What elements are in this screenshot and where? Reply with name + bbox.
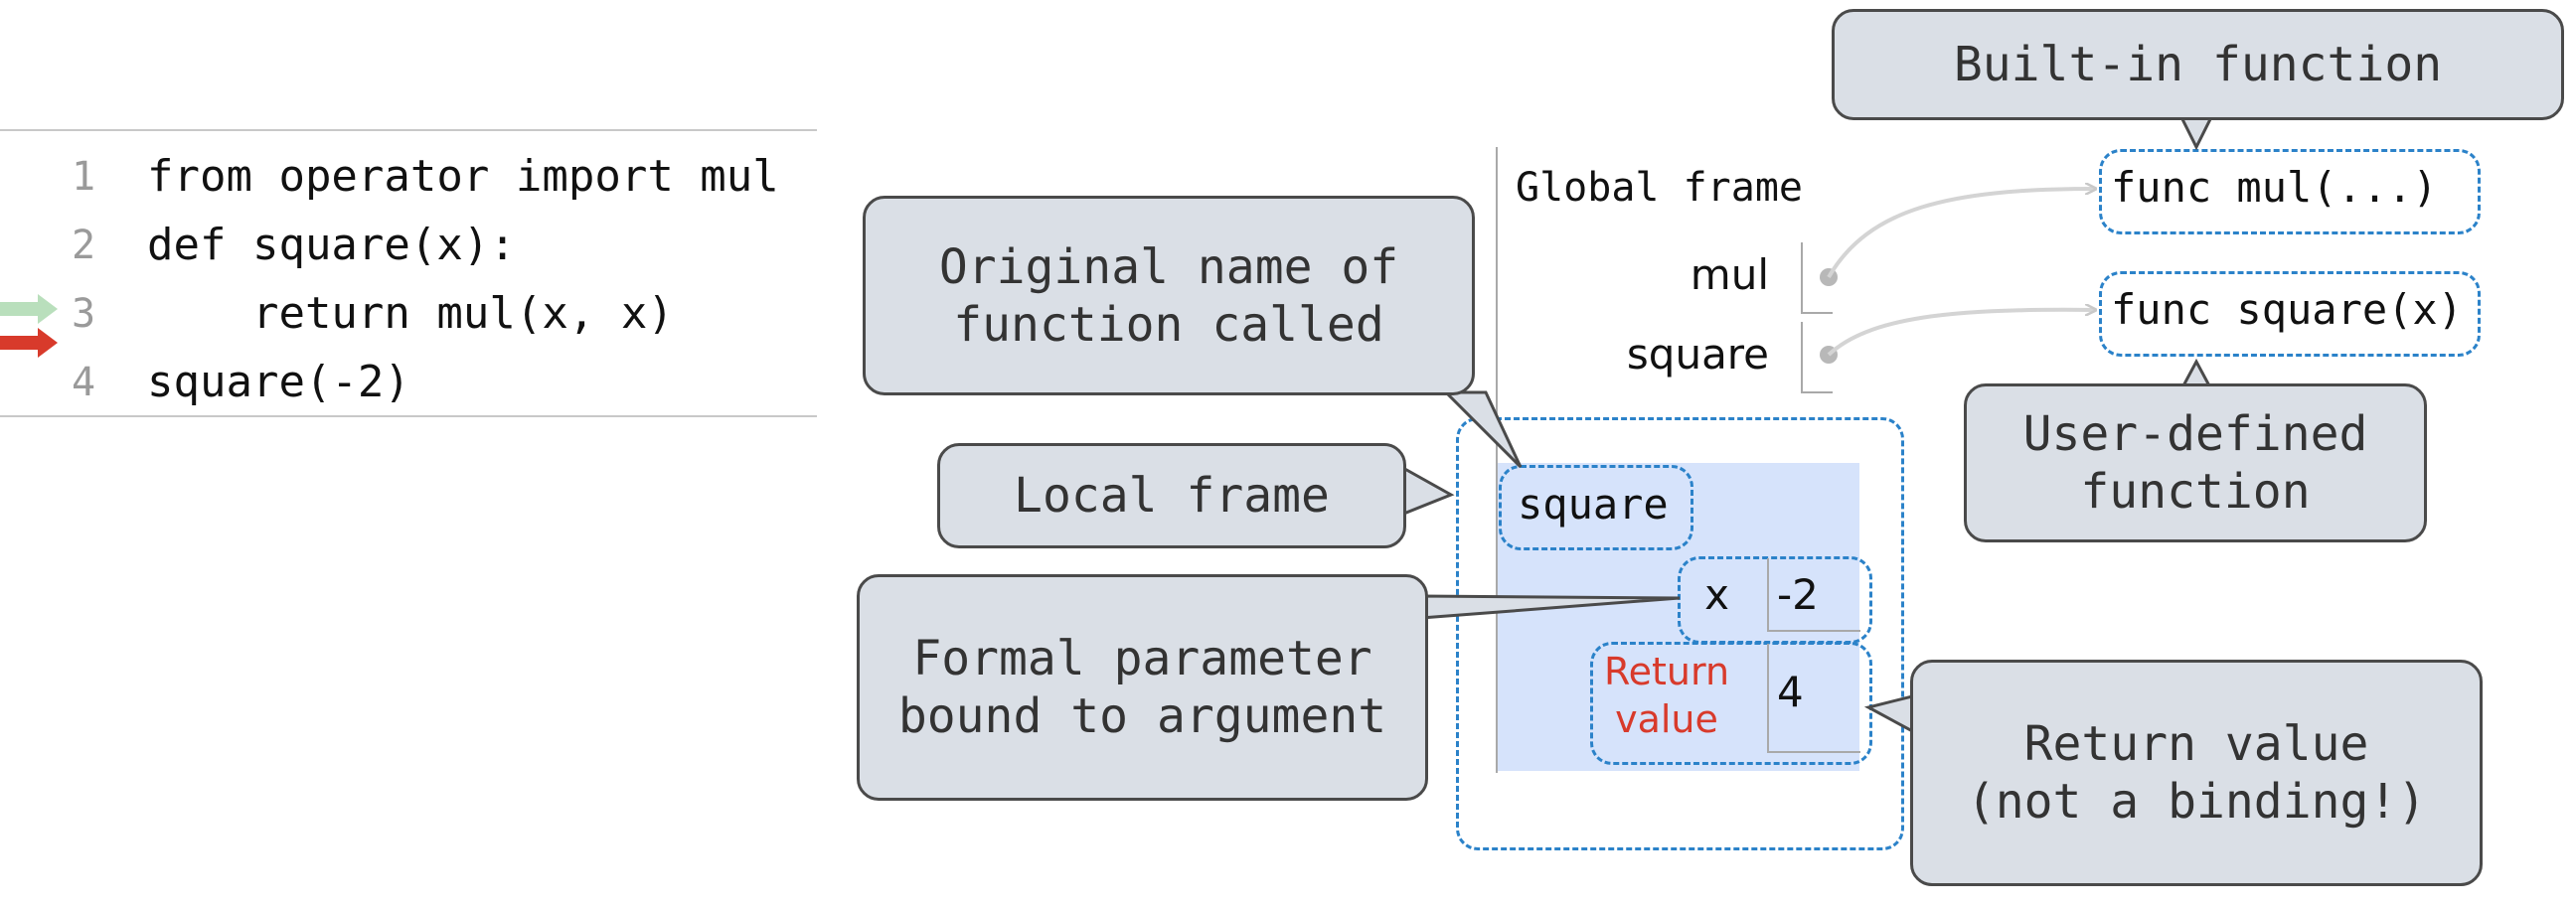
- callout-builtin-function: Built-in function: [1832, 9, 2564, 120]
- callout-user-defined: User-defined function: [1964, 383, 2427, 542]
- callout-tail-return: [1863, 693, 1918, 736]
- callout-tail-original: [1442, 390, 1523, 469]
- line-number: 1: [71, 154, 96, 200]
- param-value-x: -2: [1777, 570, 1819, 619]
- code-line-2: 2 def square(x):: [0, 213, 817, 278]
- global-frame-label: Global frame: [1516, 165, 1803, 211]
- callout-formal-parameter: Formal parameter bound to argument: [857, 574, 1428, 801]
- prev-line-arrow-icon: [0, 294, 58, 324]
- code-text: from operator import mul: [147, 151, 779, 202]
- global-slot-square: [1801, 322, 1833, 393]
- global-frame-left-rule: [1496, 147, 1498, 773]
- func-square-object: func square(x): [2111, 285, 2464, 334]
- pointer-arrow-square: [1827, 310, 2095, 357]
- global-var-mul: mul: [1690, 250, 1769, 299]
- code-bottom-rule: [0, 415, 817, 417]
- code-line-3: 3 return mul(x, x): [0, 281, 817, 347]
- return-label-line1: Return: [1603, 650, 1730, 693]
- frame-name-outline: [1499, 465, 1693, 550]
- line-number: 4: [71, 360, 96, 405]
- return-label-line2: value: [1615, 697, 1718, 741]
- callout-return-value: Return value (not a binding!): [1910, 660, 2483, 886]
- global-var-square: square: [1626, 330, 1769, 379]
- return-value: 4: [1777, 668, 1804, 716]
- local-frame-name: square: [1518, 480, 1669, 529]
- code-text: def square(x):: [147, 220, 516, 270]
- code-line-1: 1 from operator import mul: [0, 144, 817, 210]
- next-line-arrow-icon: [0, 328, 58, 358]
- callout-tail-formal: [1419, 594, 1681, 620]
- builtin-func-outline: [2099, 149, 2481, 234]
- callout-tail-local: [1399, 464, 1455, 518]
- line-number: 2: [71, 223, 96, 268]
- user-func-outline: [2099, 271, 2481, 357]
- param-slot-x: [1767, 558, 1860, 632]
- code-text: square(-2): [147, 357, 410, 407]
- callout-tail-builtin: [2178, 115, 2214, 151]
- param-name-x: x: [1704, 570, 1729, 619]
- code-top-rule: [0, 129, 817, 131]
- pointer-arrow-mul: [1827, 189, 2095, 279]
- line-number: 3: [71, 291, 96, 337]
- code-text: return mul(x, x): [147, 288, 674, 339]
- return-slot: [1767, 644, 1860, 753]
- callout-local-frame: Local frame: [937, 443, 1406, 548]
- code-line-4: 4 square(-2): [0, 350, 817, 415]
- global-slot-mul: [1801, 242, 1833, 314]
- local-frame-outline: [1456, 417, 1904, 850]
- func-mul-object: func mul(...): [2111, 163, 2438, 212]
- return-binding-outline: [1590, 642, 1872, 765]
- callout-original-name: Original name of function called: [863, 196, 1475, 395]
